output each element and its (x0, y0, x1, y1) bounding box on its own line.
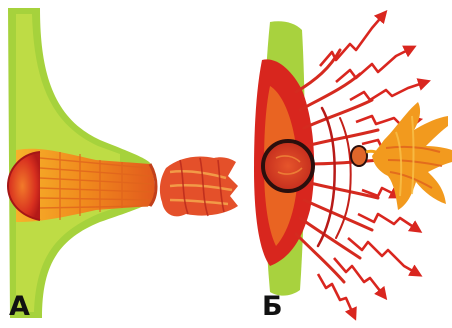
panel-b-nucleus (265, 143, 311, 189)
panel-a (8, 8, 238, 318)
zigzag-arrow (318, 274, 354, 316)
panel-b-tip-drawing (372, 102, 452, 210)
panel-b (254, 14, 452, 316)
zigzag-arrow (320, 14, 384, 66)
panel-b-label: Б (262, 293, 283, 320)
zigzag-arrow (350, 82, 426, 100)
panel-a-tip-drawing (160, 156, 238, 216)
zigzag-arrow (336, 48, 412, 82)
panel-a-label: А (9, 293, 30, 320)
